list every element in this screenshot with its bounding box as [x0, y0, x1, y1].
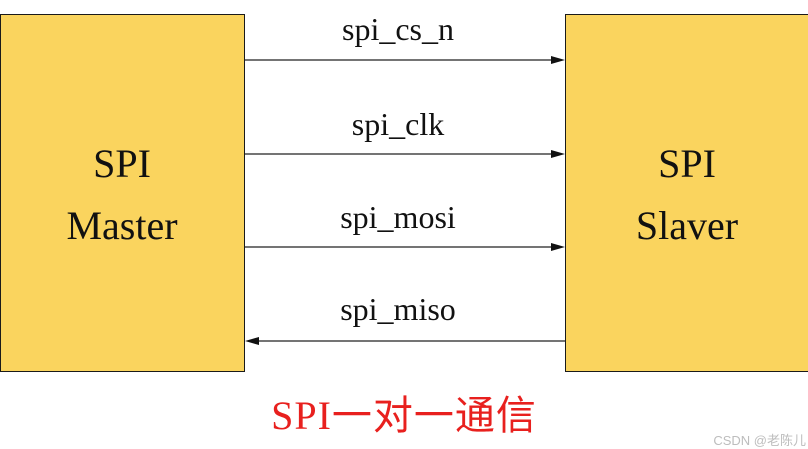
slaver-title-line2: Slaver [636, 203, 738, 248]
signal-spi-miso: spi_miso [245, 291, 565, 345]
signal-spi-cs-n: spi_cs_n [245, 11, 565, 64]
spi-slaver-block: SPI Slaver [566, 15, 808, 372]
signal-label-spi-cs-n: spi_cs_n [342, 11, 454, 47]
signal-spi-clk: spi_clk [245, 106, 565, 158]
diagram-caption: SPI一对一通信 [0, 392, 808, 440]
arrowhead-right-icon [551, 56, 565, 64]
arrowhead-right-icon [551, 150, 565, 158]
signal-label-spi-miso: spi_miso [340, 291, 456, 327]
signal-label-spi-clk: spi_clk [352, 106, 444, 142]
signal-label-spi-mosi: spi_mosi [340, 199, 456, 235]
master-title-line2: Master [66, 203, 177, 248]
master-title-line1: SPI [93, 141, 151, 186]
arrowhead-left-icon [245, 337, 259, 345]
arrowhead-right-icon [551, 243, 565, 251]
spi-master-block: SPI Master [1, 15, 245, 372]
spi-diagram: SPI Master SPI Slaver spi_cs_n spi_clk s… [0, 0, 808, 392]
slaver-title-line1: SPI [658, 141, 716, 186]
watermark: CSDN @老陈儿 [713, 430, 806, 449]
signal-spi-mosi: spi_mosi [245, 199, 565, 251]
